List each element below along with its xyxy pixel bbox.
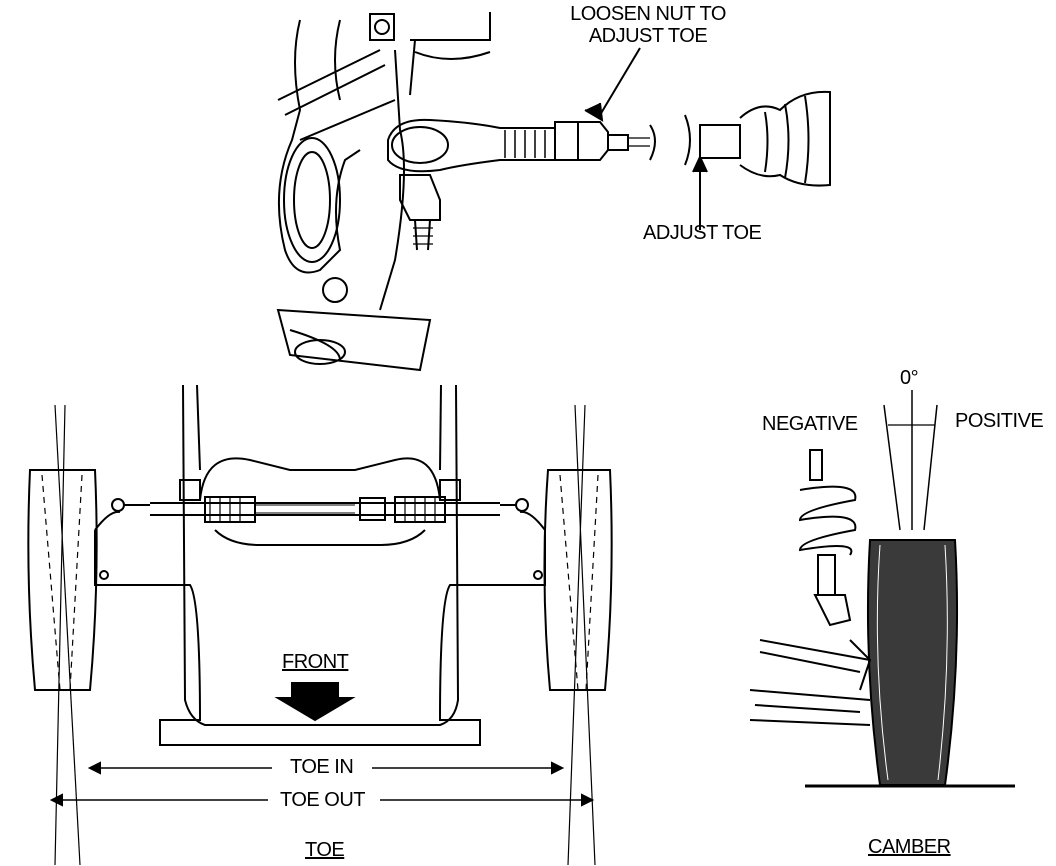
- toe-caption: TOE: [305, 839, 345, 861]
- front-label: FRONT: [282, 651, 349, 673]
- positive-label: POSITIVE: [955, 410, 1044, 432]
- camber-diagram: [749, 390, 1015, 788]
- tie-rod-assembly: [276, 12, 831, 372]
- toe-in-label: TOE IN: [290, 756, 354, 778]
- loosen-nut-line-1: LOOSEN NUT TO: [570, 3, 726, 25]
- toe-out-label: TOE OUT: [280, 789, 366, 811]
- zero-degree-label: 0°: [900, 367, 919, 389]
- loosen-nut-line-2: ADJUST TOE: [588, 25, 708, 47]
- camber-caption: CAMBER: [868, 836, 951, 858]
- loosen-nut-label: LOOSEN NUT TO ADJUST TOE: [548, 3, 748, 47]
- negative-label: NEGATIVE: [762, 413, 858, 435]
- toe-diagram: [27, 384, 613, 866]
- adjust-toe-label: ADJUST TOE: [643, 222, 762, 244]
